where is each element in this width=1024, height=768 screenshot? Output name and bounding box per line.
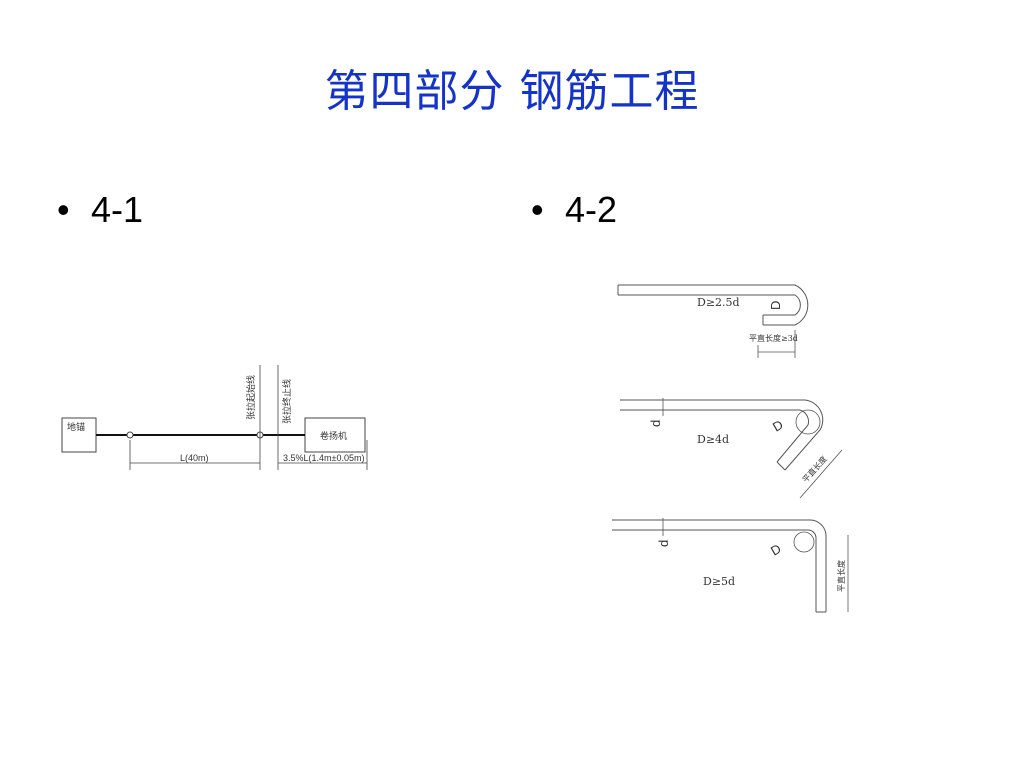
hook-90-condition: D≥5d [703,575,735,588]
winch-label: 卷扬机 [320,430,347,442]
ground-anchor-label: 地锚 [67,421,85,433]
end-line-label: 张拉终止线 [281,379,293,424]
hook-180-straight-length: 平直长度≥3d [749,333,798,343]
hook-90-straight-length: 平直长度 [836,560,846,592]
hook-135-straight-length: 平直长度 [800,454,829,484]
bullet-dot: • [531,189,544,230]
bullet-label: 4-2 [565,189,618,230]
bullet-label: 4-1 [91,189,144,230]
bullet-dot: • [57,189,70,230]
winch-box [304,417,366,453]
hook-135-diameter-label: D [770,417,786,435]
start-line-label: 张拉起始线 [245,375,257,420]
hook-135-drawing [620,398,843,499]
bullet-item-4-1: • 4-1 [57,186,143,234]
hook-135-condition: D≥4d [697,433,729,446]
hook-180-condition: D≥2.5d [697,296,740,309]
length-dimension-label: L(40m) [180,453,209,463]
hook-90-bar-label: d [656,540,671,547]
hook-135-bar-label: d [648,420,663,427]
bullet-item-4-2: • 4-2 [531,186,617,234]
ground-anchor-box [61,417,97,453]
hook-180-diameter-label: D [768,301,783,310]
stretch-dimension-label: 3.5%L(1.4m±0.05m) [283,453,364,463]
hook-180-drawing [617,284,809,358]
hook-90-drawing [612,518,849,613]
slide-title: 第四部分 钢筋工程 [324,66,700,117]
hook-90-diameter-label: D [768,541,784,559]
